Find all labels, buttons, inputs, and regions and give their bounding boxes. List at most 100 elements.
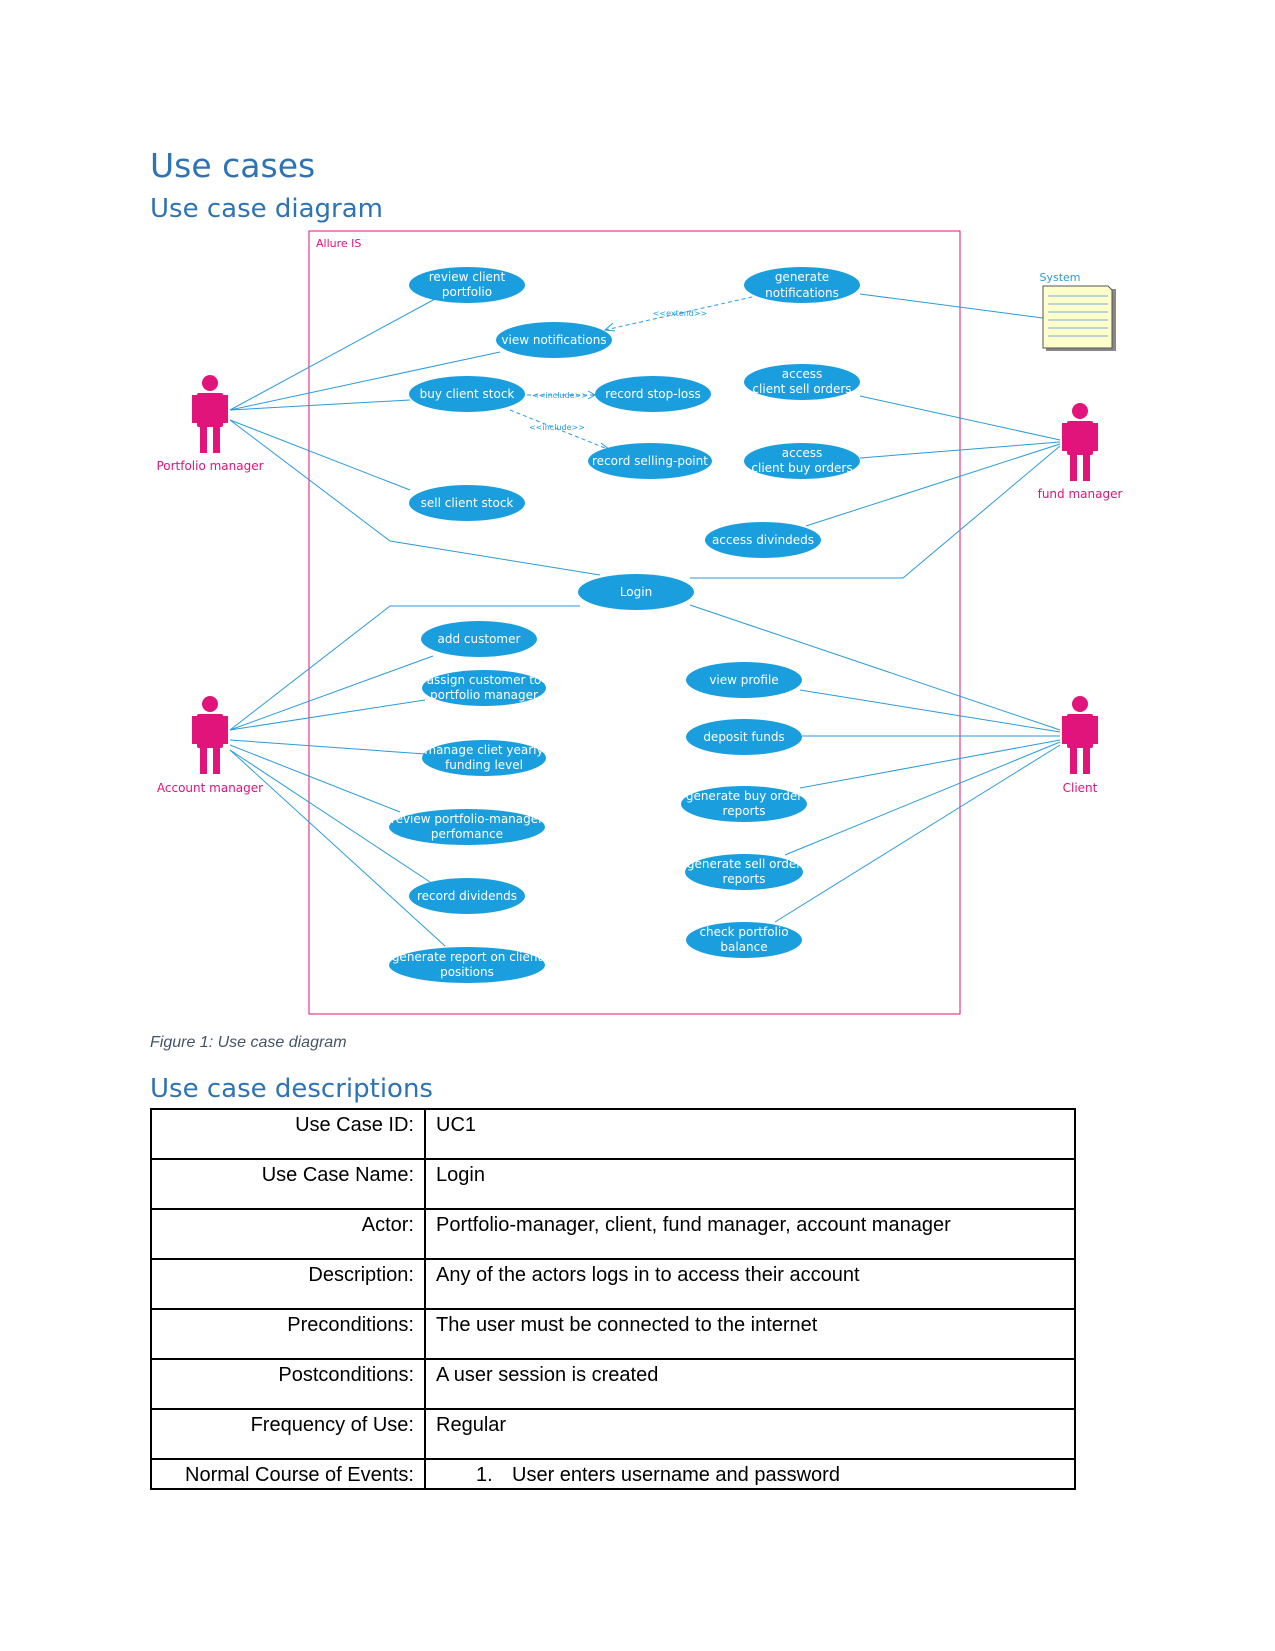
svg-text:reports: reports — [723, 872, 766, 886]
use-case-record-dividends: record dividends — [409, 878, 525, 914]
section-heading: Use cases — [150, 146, 316, 185]
table-row: Frequency of Use: Regular — [150, 1408, 1076, 1460]
use-case-buy-client-stock: buy client stock — [409, 376, 525, 412]
actor-label: Client — [1063, 781, 1098, 795]
step-number: 1. — [476, 1464, 493, 1486]
row-label: Frequency of Use: — [150, 1408, 426, 1460]
svg-text:review portfolio-manager: review portfolio-manager — [391, 812, 543, 826]
row-value: The user must be connected to the intern… — [424, 1308, 1076, 1360]
svg-text:portfolio manager: portfolio manager — [430, 688, 538, 702]
include-stereotype-stop-loss: <<include>> — [532, 391, 588, 400]
use-case-generate-report-positions: generate report on client positions — [389, 947, 545, 983]
actor-label: Account manager — [157, 781, 263, 795]
svg-text:access divindeds: access divindeds — [712, 533, 814, 547]
svg-text:view profile: view profile — [709, 673, 778, 687]
person-icon — [192, 696, 228, 774]
svg-text:Login: Login — [620, 585, 652, 599]
actor-client: Client — [1062, 696, 1098, 795]
svg-text:positions: positions — [440, 965, 494, 979]
use-case-login: Login — [578, 574, 694, 610]
svg-text:access: access — [782, 446, 822, 460]
row-value: A user session is created — [424, 1358, 1076, 1410]
svg-text:buy client stock: buy client stock — [420, 387, 515, 401]
use-case-access-client-sell-orders: access client sell orders — [744, 364, 860, 400]
svg-text:deposit funds: deposit funds — [703, 730, 784, 744]
svg-text:notifications: notifications — [765, 286, 839, 300]
row-label: Preconditions: — [150, 1308, 426, 1360]
use-case-check-portfolio-balance: check portfolio balance — [686, 922, 802, 958]
row-value: Any of the actors logs in to access thei… — [424, 1258, 1076, 1310]
svg-text:generate report on client: generate report on client — [392, 950, 543, 964]
svg-text:add customer: add customer — [438, 632, 521, 646]
step-text: User enters username and password — [512, 1464, 840, 1486]
svg-text:check portfolio: check portfolio — [699, 925, 788, 939]
include-stereotype-selling-point: <<include>> — [529, 423, 585, 432]
person-icon — [1062, 403, 1098, 481]
descriptions-heading: Use case descriptions — [150, 1074, 433, 1104]
use-case-generate-notifications: generate notifications — [744, 267, 860, 303]
use-case-generate-buy-order-reports: generate buy order reports — [681, 786, 807, 822]
use-case-view-notifications: view notifications — [496, 322, 612, 358]
use-case-review-client-portfolio: review client portfolio — [409, 267, 525, 303]
svg-text:reports: reports — [723, 804, 766, 818]
table-row: Normal Course of Events: 1. User enters u… — [150, 1458, 1076, 1490]
system-boundary — [308, 230, 961, 1015]
use-case-description-table: Use Case ID: UC1 Use Case Name: Login Ac… — [150, 1108, 1076, 1490]
row-value: Portfolio-manager, client, fund manager,… — [424, 1208, 1076, 1260]
row-label: Use Case ID: — [150, 1108, 426, 1160]
external-system: System — [1039, 271, 1116, 351]
person-icon — [1062, 696, 1098, 774]
actor-label: fund manager — [1038, 487, 1123, 501]
svg-text:record dividends: record dividends — [417, 889, 517, 903]
use-case-access-client-buy-orders: access client buy orders — [744, 443, 860, 479]
figure-caption: Figure 1: Use case diagram — [150, 1034, 347, 1051]
table-row: Use Case Name: Login — [150, 1158, 1076, 1210]
svg-text:review client: review client — [429, 270, 506, 284]
use-case-access-dividends: access divindeds — [705, 522, 821, 558]
extend-stereotype: <<extend>> — [653, 309, 708, 318]
use-case-view-profile: view profile — [686, 662, 802, 698]
svg-text:record selling-point: record selling-point — [592, 454, 708, 468]
use-case-add-customer: add customer — [421, 621, 537, 657]
row-value: 1. User enters username and password — [424, 1458, 1076, 1490]
use-case-record-selling-point: record selling-point — [588, 443, 712, 479]
svg-text:generate sell order: generate sell order — [687, 857, 801, 871]
svg-text:view notifications: view notifications — [501, 333, 606, 347]
row-label: Normal Course of Events: — [150, 1458, 426, 1490]
table-row: Use Case ID: UC1 — [150, 1108, 1076, 1160]
svg-text:portfolio: portfolio — [442, 285, 492, 299]
actor-fund-manager: fund manager — [1038, 403, 1123, 501]
notepad-icon — [1042, 285, 1116, 351]
use-case-assign-customer: assign customer to portfolio manager — [422, 670, 546, 706]
system-boundary-label: Allure IS — [316, 237, 361, 250]
row-label: Use Case Name: — [150, 1158, 426, 1210]
use-case-deposit-funds: deposit funds — [686, 719, 802, 755]
svg-text:perfomance: perfomance — [431, 827, 503, 841]
svg-text:assign customer to: assign customer to — [427, 673, 542, 687]
row-label: Description: — [150, 1258, 426, 1310]
svg-text:funding level: funding level — [445, 758, 523, 772]
external-system-label: System — [1039, 271, 1080, 284]
actor-portfolio-manager: Portfolio manager — [156, 375, 264, 473]
row-value: UC1 — [424, 1108, 1076, 1160]
table-row: Actor: Portfolio-manager, client, fund m… — [150, 1208, 1076, 1260]
row-label: Postconditions: — [150, 1358, 426, 1410]
svg-text:sell client stock: sell client stock — [421, 496, 514, 510]
diagram-heading: Use case diagram — [150, 194, 383, 224]
svg-text:balance: balance — [720, 940, 767, 954]
actor-label: Portfolio manager — [156, 459, 263, 473]
svg-text:client sell orders: client sell orders — [752, 382, 851, 396]
use-case-manage-funding-level: manage cliet yearly funding level — [422, 740, 546, 776]
table-row: Postconditions: A user session is create… — [150, 1358, 1076, 1410]
use-case-sell-client-stock: sell client stock — [409, 485, 525, 521]
dependency-lines — [509, 296, 753, 451]
use-case-review-performance: review portfolio-manager perfomance — [389, 809, 545, 845]
association-lines — [229, 293, 1061, 947]
svg-text:manage cliet yearly: manage cliet yearly — [424, 743, 543, 757]
svg-text:record stop-loss: record stop-loss — [605, 387, 701, 401]
actor-account-manager: Account manager — [157, 696, 263, 795]
use-case-diagram: Allure IS — [156, 230, 1123, 1015]
table-row: Description: Any of the actors logs in t… — [150, 1258, 1076, 1310]
table-row: Preconditions: The user must be connecte… — [150, 1308, 1076, 1360]
use-case-record-stop-loss: record stop-loss — [595, 376, 711, 412]
